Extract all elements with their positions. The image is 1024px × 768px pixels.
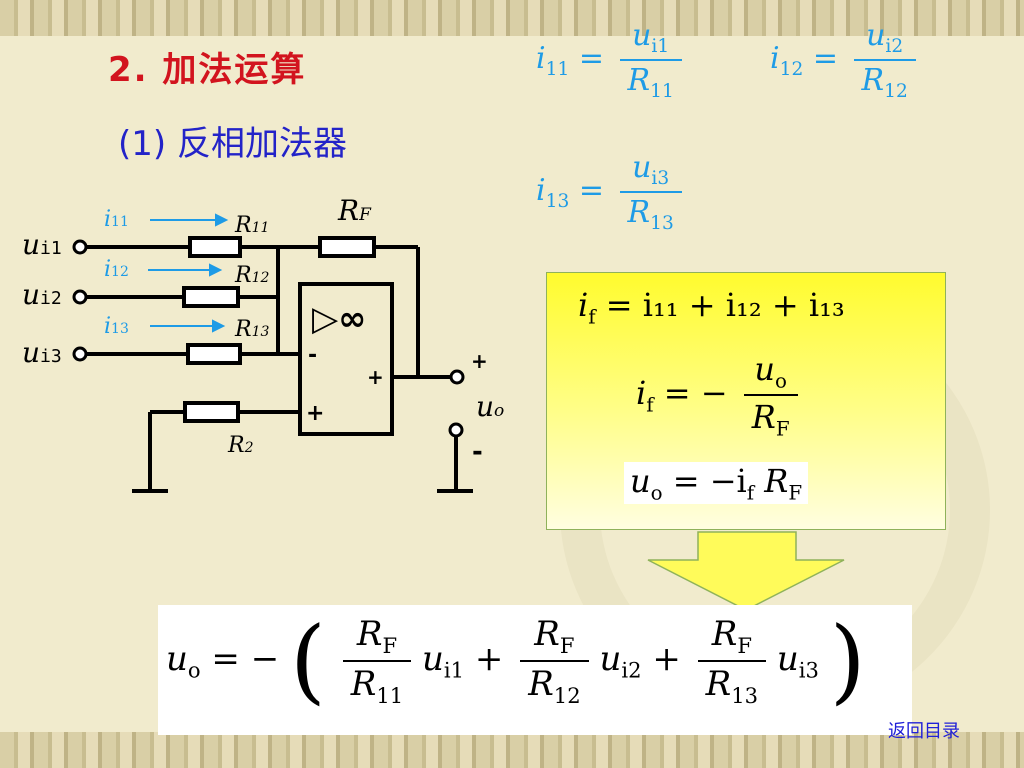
- svg-text:uo: uo: [476, 390, 504, 423]
- svg-text:ui3: ui3: [22, 336, 62, 369]
- final-result-box: [158, 605, 912, 735]
- input-label-ui2: u: [22, 278, 40, 311]
- resistor-label-rf: R: [337, 194, 359, 227]
- output-plus-sign: +: [471, 349, 488, 373]
- svg-text:i12: i12: [104, 257, 129, 282]
- svg-text:R11: R11: [234, 213, 269, 238]
- current-label-i11: i: [104, 207, 111, 232]
- svg-text:RF: RF: [337, 194, 372, 227]
- box-equation-uo: uo = −if RF: [624, 462, 809, 505]
- opamp-noninverting-sign: +: [306, 401, 324, 426]
- opamp-output-sign: +: [367, 365, 384, 389]
- svg-text:R12: R12: [234, 263, 269, 288]
- back-to-contents-link[interactable]: 返回目录: [888, 721, 960, 742]
- down-arrow-icon: [647, 531, 845, 611]
- current-label-i12: i: [104, 257, 111, 282]
- bottom-decorative-border: [0, 732, 1024, 768]
- svg-text:i11: i11: [104, 207, 129, 232]
- output-label-uo: u: [476, 390, 494, 423]
- svg-text:R13: R13: [234, 317, 269, 342]
- current-label-i13: i: [104, 314, 111, 339]
- opamp-box: [298, 282, 394, 436]
- resistor-label-r12: R: [234, 263, 252, 288]
- resistor-r11: [188, 236, 242, 258]
- resistor-label-r2: R: [227, 433, 245, 458]
- resistor-label-r11: R: [234, 213, 252, 238]
- slide-title: 2. 加法运算: [108, 50, 307, 90]
- box-equation-if-sum: if = i₁₁ + i₁₂ + i₁₃: [578, 286, 845, 329]
- opamp-symbol: ▷∞: [312, 299, 366, 339]
- resistor-r12: [182, 286, 240, 308]
- slide-subtitle: (1) 反相加法器: [118, 124, 347, 164]
- top-decorative-border: [0, 0, 1024, 36]
- svg-text:R2: R2: [227, 433, 254, 458]
- input-label-ui1: u: [22, 228, 40, 261]
- opamp-inverting-sign: -: [308, 343, 317, 368]
- resistor-label-r13: R: [234, 317, 252, 342]
- resistor-rf: [318, 236, 376, 258]
- svg-text:i13: i13: [104, 314, 129, 339]
- resistor-r2: [183, 401, 240, 423]
- svg-text:ui2: ui2: [22, 278, 62, 311]
- input-label-ui3: u: [22, 336, 40, 369]
- resistor-r13: [186, 343, 242, 365]
- output-minus-sign: -: [472, 437, 483, 467]
- svg-text:ui1: ui1: [22, 228, 62, 261]
